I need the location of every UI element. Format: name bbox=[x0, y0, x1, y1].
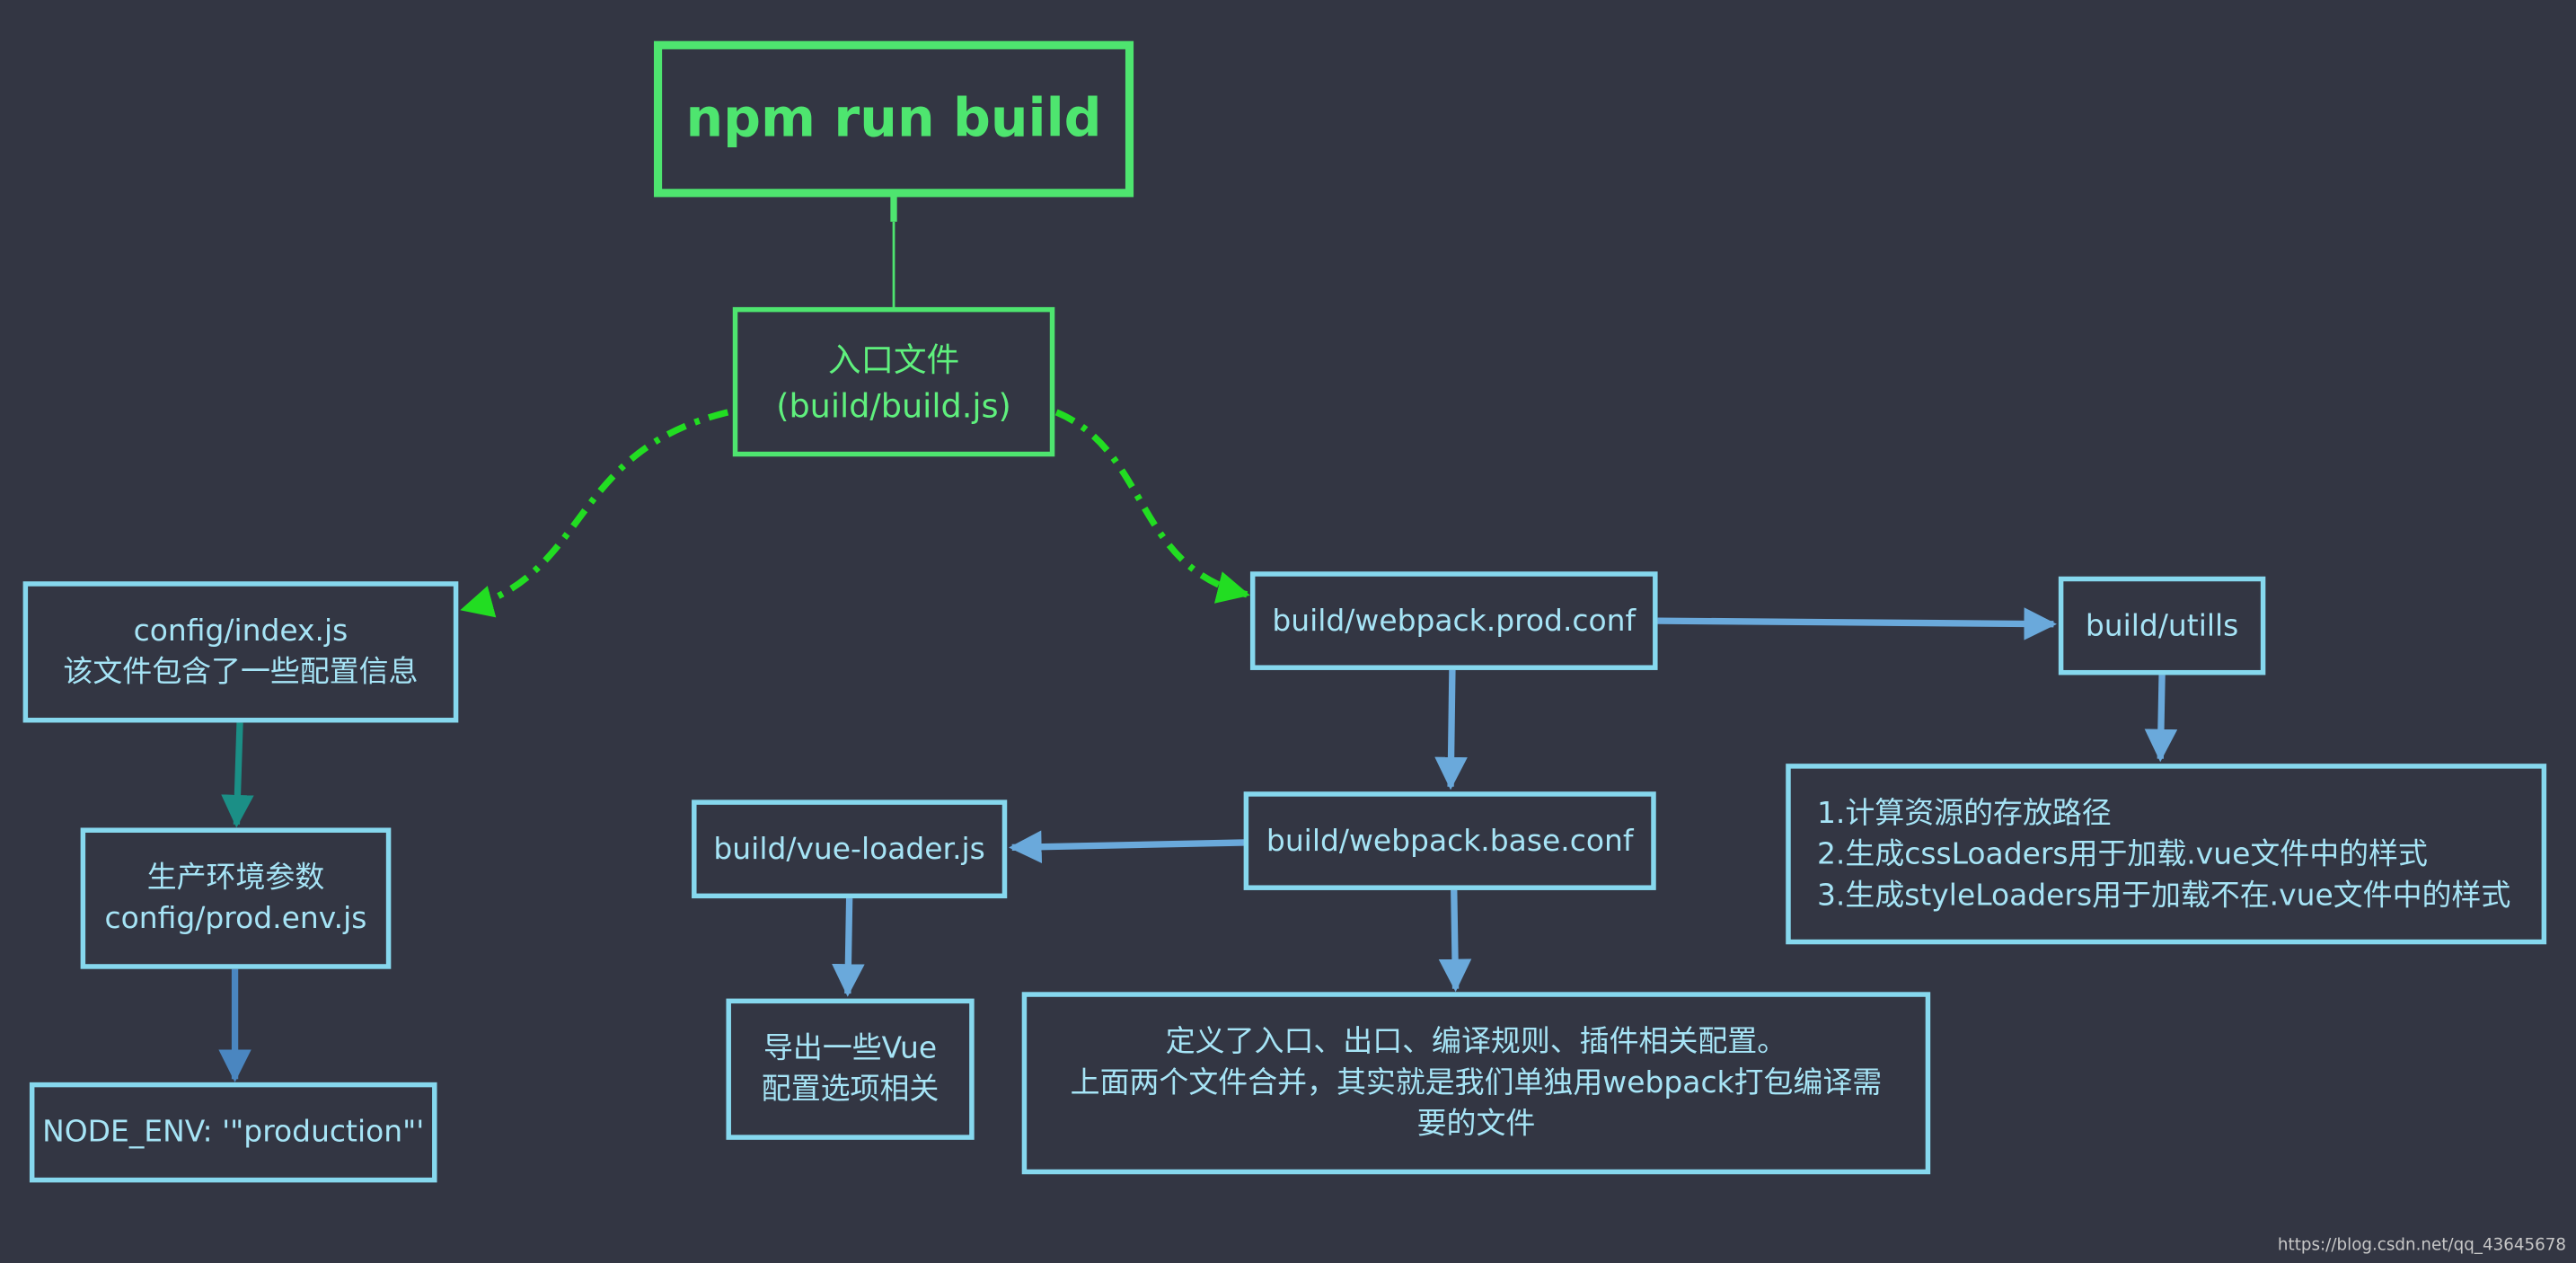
node-webpack-base-conf: build/webpack.base.conf bbox=[1243, 791, 1656, 890]
watermark: https://blog.csdn.net/qq_43645678 bbox=[2277, 1236, 2567, 1255]
node-label-line: build/utills bbox=[2085, 608, 2239, 643]
node-label-line: 2.生成cssLoaders用于加载.vue文件中的样式 bbox=[1816, 836, 2428, 871]
node-entry-file: 入口文件 (build/build.js) bbox=[732, 306, 1055, 457]
edge-webpack-prod-utils bbox=[1657, 607, 2058, 640]
node-label-line: 导出一些Vue bbox=[763, 1031, 938, 1066]
node-label-line: NODE_ENV: '"production"' bbox=[42, 1115, 425, 1150]
edge-webpack-base-desc bbox=[1438, 889, 1472, 993]
node-webpack-prod-conf: build/webpack.prod.conf bbox=[1249, 571, 1658, 670]
edge-webpack-prod-base bbox=[1434, 669, 1468, 790]
node-label: npm run build bbox=[685, 86, 1102, 150]
node-label-line: 3.生成styleLoaders用于加载不在.vue文件中的样式 bbox=[1816, 878, 2511, 913]
node-prod-env: 生产环境参数 config/prod.env.js bbox=[80, 827, 392, 969]
edge-webpack-base-vue-loader bbox=[1009, 830, 1246, 863]
node-label-line: 上面两个文件合并，其实就是我们单独用webpack打包编译需 bbox=[1070, 1065, 1883, 1100]
node-label-line: 定义了入口、出口、编译规则、插件相关配置。 bbox=[1165, 1024, 1787, 1060]
node-node-env: NODE_ENV: '"production"' bbox=[29, 1082, 437, 1183]
node-label-line: 配置选项相关 bbox=[761, 1072, 940, 1108]
node-label-line: 1.计算资源的存放路径 bbox=[1816, 795, 2112, 831]
node-label-line: 该文件包含了一些配置信息 bbox=[63, 655, 419, 690]
node-base-description: 定义了入口、出口、编译规则、插件相关配置。 上面两个文件合并，其实就是我们单独用… bbox=[1021, 992, 1931, 1175]
node-label-line: build/webpack.prod.conf bbox=[1272, 603, 1636, 639]
node-label-line: 生产环境参数 bbox=[146, 861, 325, 896]
node-label-line: (build/build.js) bbox=[776, 384, 1011, 425]
edge-entry-webpack-prod bbox=[1054, 409, 1250, 604]
node-build-utils: build/utills bbox=[2058, 576, 2266, 676]
node-label-line: 要的文件 bbox=[1416, 1107, 1536, 1142]
node-utils-description: 1.计算资源的存放路径 2.生成cssLoaders用于加载.vue文件中的样式… bbox=[1786, 764, 2547, 945]
edge-vue-loader-export bbox=[832, 898, 865, 997]
node-config-index: config/index.js 该文件包含了一些配置信息 bbox=[22, 581, 459, 723]
node-vue-export: 导出一些Vue 配置选项相关 bbox=[726, 998, 975, 1140]
edge-entry-config-index bbox=[460, 409, 729, 618]
node-label-line: 入口文件 bbox=[827, 339, 960, 379]
node-label-line: config/index.js bbox=[133, 614, 348, 649]
node-label-line: config/prod.env.js bbox=[104, 901, 367, 937]
edge-config-index-prod-env bbox=[221, 722, 254, 828]
node-vue-loader: build/vue-loader.js bbox=[692, 799, 1008, 899]
edge-utils-desc bbox=[2144, 675, 2178, 763]
node-label-line: build/vue-loader.js bbox=[713, 832, 985, 867]
node-npm-run-build: npm run build bbox=[653, 40, 1134, 198]
node-label-line: build/webpack.base.conf bbox=[1266, 823, 1634, 859]
